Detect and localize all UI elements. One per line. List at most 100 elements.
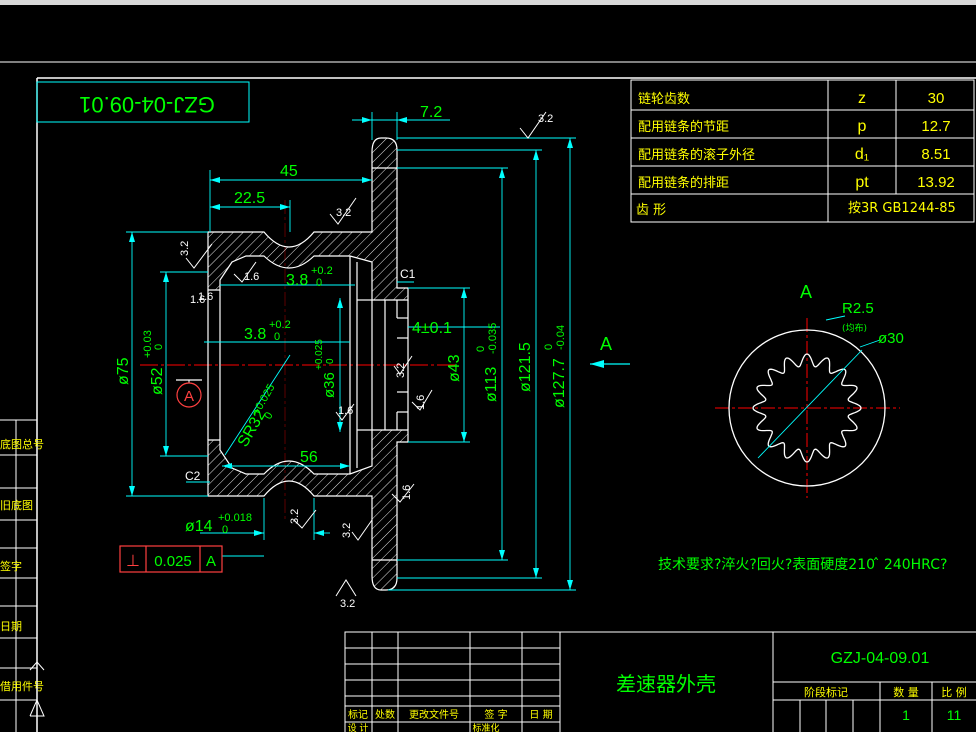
dim-sr32-tol-low: 0	[262, 410, 275, 421]
dim-113: ø113	[483, 367, 500, 402]
datum-a-label: A	[184, 388, 194, 405]
dim-22-5: 22.5	[234, 190, 265, 207]
side-label: 签字	[0, 559, 22, 573]
dim-14: ø14	[185, 518, 213, 535]
section-view	[140, 137, 455, 591]
dim-3-8-b-tol-low: 0	[274, 331, 280, 343]
dimension-arrows	[129, 117, 573, 590]
upper-hatched-section	[207, 137, 409, 301]
roughness-symbols	[185, 111, 547, 597]
tolerance-datum: A	[206, 553, 216, 570]
side-binding-strip: 底图总号 旧底图 签字 日期 借用件号	[0, 419, 45, 732]
scale-label: 比 例	[941, 685, 967, 699]
side-label: 日期	[0, 620, 22, 633]
params-label: 配用链条的排距	[638, 175, 729, 191]
params-symbol: pt	[855, 174, 869, 191]
dim-113-tol: 0	[475, 346, 487, 352]
roughness-value: 3.2	[340, 598, 355, 610]
params-value: 12.7	[921, 118, 950, 135]
quantity-value: 1	[902, 707, 910, 723]
roughness-value: 1.6	[338, 405, 353, 417]
roughness-value: 1.6	[244, 271, 259, 283]
params-symbol: z	[858, 90, 866, 107]
roughness-value: 3.2	[341, 523, 353, 538]
roughness-value: 1.6	[401, 485, 413, 500]
params-symbol: p	[858, 118, 867, 135]
roughness-value: 3.2	[289, 509, 301, 524]
params-label: 链轮齿数	[638, 92, 690, 107]
weight-label: 数 量	[893, 686, 919, 699]
roughness-value: 3.2	[179, 241, 191, 256]
roughness-value: 1.6	[190, 294, 205, 306]
scale-value: 11	[947, 707, 962, 723]
dim-75: ø75	[115, 357, 132, 385]
row-label: 更改文件号	[409, 708, 459, 721]
dim-r2-5-note: (均布)	[842, 322, 867, 334]
dimension-texts: 7.2 45 22.5 56 ø75 ø52 +0.03 0 3.8 +0.2 …	[115, 104, 568, 536]
params-tooth-value: 按3R GB1244-85	[848, 201, 956, 216]
sheet-frame	[0, 61, 976, 732]
dim-3-8-a-tol: +0.2	[311, 265, 333, 277]
params-symbol: d₁	[855, 146, 869, 163]
roughness-value: 1.6	[415, 395, 427, 410]
dim-3-8-b: 3.8	[244, 326, 266, 343]
dim-7-2: 7.2	[420, 104, 442, 121]
dim-3-8-b-tol: +0.2	[269, 319, 291, 331]
dim-52-tol: +0.03	[142, 330, 154, 358]
side-label: 旧底图	[0, 498, 33, 512]
dim-14-tol: +0.018	[218, 512, 252, 524]
roughness-value: 3.2	[395, 363, 407, 378]
tolerance-value: 0.025	[154, 553, 192, 570]
side-label: 借用件号	[0, 680, 44, 693]
spline-profile	[752, 353, 862, 463]
part-name: 差速器外壳	[616, 672, 716, 696]
dim-127-7-tol-low: -0.04	[555, 325, 567, 350]
row2-label: 设 计	[348, 722, 369, 732]
params-table	[630, 79, 975, 223]
dimension-lines	[126, 112, 576, 591]
view-direction-arrow: A	[590, 334, 630, 368]
params-value: 8.51	[921, 146, 950, 163]
roughness-value: 3.2	[336, 207, 351, 219]
row2-label: 标准化	[472, 722, 499, 732]
chamfer-c1: C1	[400, 267, 416, 281]
dim-3-8-a-tol-low: 0	[316, 277, 322, 289]
dim-52-tol-low: 0	[153, 344, 165, 350]
dim-45: 45	[280, 163, 298, 180]
top-screen-bar	[0, 0, 976, 5]
drawing-number: GZJ-04-09.01	[831, 650, 930, 667]
view-a: A R2.5 (均布) ø30	[715, 282, 904, 498]
view-a-label: A	[800, 282, 812, 302]
params-value: 13.92	[917, 174, 955, 191]
dim-127-7-tol: 0	[543, 344, 555, 350]
dim-r2-5: R2.5	[842, 300, 874, 317]
dim-36-tol: +0.025	[314, 339, 325, 370]
dim-36-tol-low: 0	[325, 358, 336, 364]
dim-127-7: ø127.7	[551, 358, 568, 408]
title-block	[344, 631, 976, 732]
view-arrow-label: A	[600, 334, 612, 354]
rotated-code-box: GZJ-04-09.01	[36, 81, 250, 123]
dim-113-tol-low: -0.035	[487, 323, 499, 354]
dim-43: ø43	[446, 354, 463, 382]
datum-a-marker: A	[176, 379, 202, 408]
tech-requirement: 技术要求?淬火?回火?表面硬度210 ̂ 240HRC?	[658, 557, 947, 573]
dim-36: ø36	[321, 372, 338, 398]
params-label: 配用链条的滚子外径	[638, 147, 755, 163]
rotated-code-text: GZJ-04-09.01	[79, 92, 215, 117]
row-label: 签 字	[484, 708, 507, 721]
roughness-value: 3.2	[538, 113, 553, 125]
dim-56: 56	[300, 449, 318, 466]
side-label: 底图总号	[0, 437, 44, 451]
dim-14-tol-low: 0	[222, 524, 228, 536]
tolerance-symbol: ⊥	[126, 553, 140, 570]
stage-label: 阶段标记	[804, 685, 848, 699]
params-label: 配用链条的节距	[638, 119, 729, 135]
row-label: 处数	[375, 708, 395, 721]
side-arrow-icon	[29, 660, 45, 717]
params-tooth-label: 齿 形	[636, 203, 666, 218]
row-label: 日 期	[529, 709, 552, 721]
tolerance-frame: ⊥ 0.025 A	[119, 545, 223, 573]
roughness-value: 1.6	[198, 291, 213, 303]
